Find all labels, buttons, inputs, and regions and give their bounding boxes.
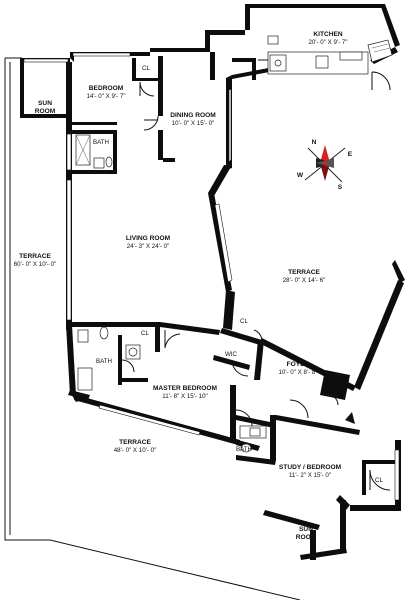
foyer-details	[289, 394, 355, 424]
terrace-west-outline	[4, 57, 301, 600]
terrace-west-dims: 60'- 0" X 10'- 0"	[14, 261, 57, 268]
exterior-walls	[20, 4, 401, 560]
terrace-east-name: TERRACE	[288, 269, 320, 276]
bedroom-dims: 14'- 0" X 9'- 7"	[86, 93, 125, 100]
compass-s-label: S	[338, 184, 343, 191]
sun-room-bottom-name-2: ROOM	[296, 534, 317, 541]
living-room-name: LIVING ROOM	[126, 235, 171, 242]
study-bedroom-name: STUDY / BEDROOM	[279, 464, 342, 471]
terrace-east-dims: 28'- 0" X 14'- 6"	[283, 277, 326, 284]
study-closet-details	[369, 469, 391, 491]
bedroom-name: BEDROOM	[89, 85, 124, 92]
bath-top-label: BATH	[93, 139, 109, 146]
cl-study-label: CL	[375, 477, 383, 484]
foyer-dims: 10'- 0" X 8'- 8"	[278, 369, 317, 376]
cl-wic-label: CL	[240, 318, 248, 325]
compass-e-label: E	[348, 151, 353, 158]
compass-n-label: N	[312, 139, 317, 146]
dining-room-name: DINING ROOM	[170, 112, 216, 119]
living-room-dims: 24'- 3" X 24'- 0"	[127, 243, 170, 250]
bath-master-label: BATH	[96, 358, 112, 365]
closet-details	[164, 329, 263, 377]
compass-w-label: W	[297, 172, 304, 179]
sun-room-bottom-name-1: SUN	[299, 526, 313, 533]
bath-top-fixtures	[75, 134, 113, 169]
cl-master-label: CL	[141, 330, 149, 337]
room-labels: KITCHEN 20'- 0" X 9'- 7" BEDROOM 14'- 0"…	[14, 31, 384, 541]
entry-arrow-icon	[345, 412, 355, 424]
cl-bedroom-label: CL	[142, 65, 150, 72]
compass-icon	[304, 145, 346, 183]
interior-walls	[72, 52, 405, 495]
kitchen-name: KITCHEN	[313, 31, 343, 38]
terrace-west-name: TERRACE	[19, 253, 51, 260]
foyer-name: FOYER	[287, 361, 310, 368]
master-bedroom-dims: 11'- 8" X 15'- 10"	[162, 393, 208, 400]
kitchen-dims: 20'- 0" X 9'- 7"	[308, 39, 347, 46]
kitchen-fixtures	[258, 35, 393, 91]
terrace-south-name: TERRACE	[119, 439, 151, 446]
dining-room-dims: 10'- 0" X 15'- 0"	[172, 120, 215, 127]
study-bedroom-dims: 11'- 2" X 15'- 0"	[289, 472, 331, 479]
bath-study-label: BATH	[236, 446, 252, 453]
terrace-south-dims: 48'- 0" X 10'- 0"	[114, 447, 157, 454]
master-bath-fixtures	[77, 326, 141, 391]
master-bedroom-name: MASTER BEDROOM	[153, 385, 218, 392]
windows	[23, 52, 400, 501]
sun-room-top-name-2: ROOM	[35, 108, 56, 115]
wic-label: WIC	[225, 351, 238, 358]
sun-room-top-name-1: SUN	[38, 100, 52, 107]
bedroom-fixtures	[139, 81, 159, 131]
study-bath-fixtures	[235, 409, 267, 453]
